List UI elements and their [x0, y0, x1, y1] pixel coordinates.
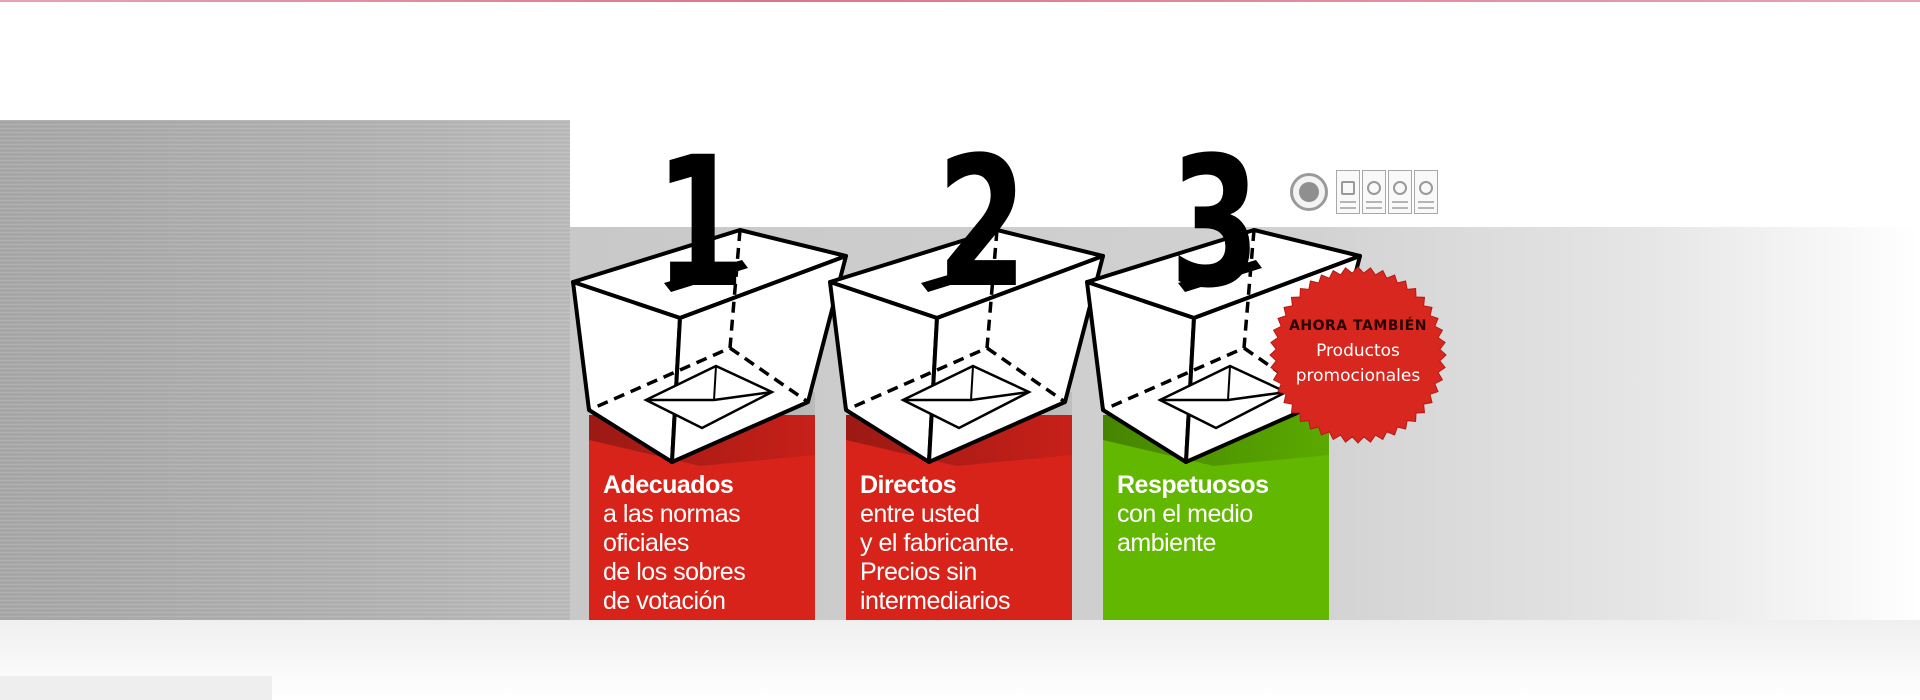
step-2-number: 2	[937, 117, 1027, 327]
step-1-title: Adecuados	[603, 471, 734, 499]
cert-mark-icon	[1362, 170, 1386, 214]
step-3-title: Respetuosos	[1117, 471, 1269, 499]
brushed-metal-background	[0, 120, 570, 620]
cert-mark-icon	[1414, 170, 1438, 214]
step-1-line-2: oficiales	[603, 529, 689, 557]
ballot-box-3: 3	[1085, 117, 1362, 466]
promo-seal[interactable]: AHORA TAMBIÉN Productos promocionales	[1268, 265, 1448, 445]
ballot-box-2: 2	[828, 117, 1105, 466]
top-accent-rule	[0, 0, 1920, 2]
step-2-line-3: Precios sin	[860, 558, 977, 586]
seal-line-1: Productos	[1316, 341, 1400, 361]
step-1-line-4: de votación	[603, 587, 726, 615]
step-3-line-2: ambiente	[1117, 529, 1216, 557]
ballot-box-1: 1	[571, 117, 848, 466]
bottom-block	[0, 676, 272, 700]
step-2-text: Directos entre usted y el fabricante. Pr…	[860, 471, 1065, 616]
seal-badge-icon	[1269, 266, 1447, 444]
step-2-line-2: y el fabricante.	[860, 529, 1015, 557]
step-3-number: 3	[1170, 117, 1260, 327]
cert-mark-icon	[1388, 170, 1412, 214]
step-1-line-3: de los sobres	[603, 558, 746, 586]
step-3-line-1: con el medio	[1117, 500, 1253, 528]
er-cert-icon	[1336, 170, 1360, 214]
step-3-text: Respetuosos con el medio ambiente	[1117, 471, 1322, 558]
step-1-text: Adecuados a las normas oficiales de los …	[603, 471, 808, 616]
step-1-line-1: a las normas	[603, 500, 741, 528]
seal-kicker: AHORA TAMBIÉN	[1289, 318, 1427, 334]
seal-line-2: promocionales	[1295, 366, 1421, 386]
iqnet-icon	[1290, 173, 1328, 211]
step-1-number: 1	[655, 117, 745, 327]
step-2-line-4: intermediarios	[860, 587, 1011, 615]
bottom-fade	[0, 620, 1920, 700]
step-2-title: Directos	[860, 471, 957, 499]
step-2-line-1: entre usted	[860, 500, 980, 528]
